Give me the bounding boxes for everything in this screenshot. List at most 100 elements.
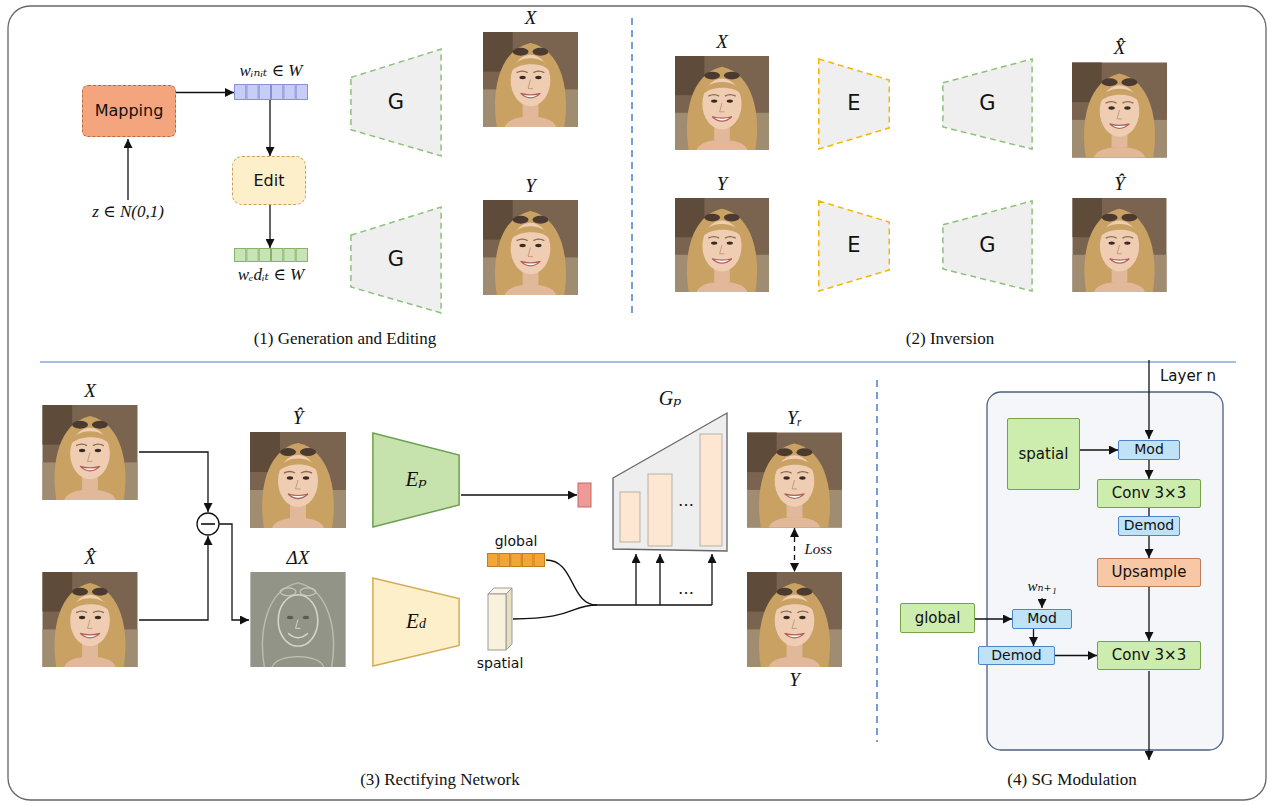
node-heading: spatial (477, 653, 524, 672)
generator-trapezoid: G (942, 200, 1033, 292)
conv-box: Conv 3×3 (1097, 641, 1201, 670)
node-text: X (716, 31, 728, 52)
edit-box: Edit (232, 156, 306, 205)
face-image: Ŷ (250, 432, 346, 528)
node-heading: X (716, 32, 728, 53)
connector (975, 618, 1012, 619)
face-image: ΔX (250, 572, 346, 667)
node-heading: Yᵣ (787, 408, 802, 429)
face-image: X̂ (42, 572, 138, 667)
node-text: Yᵣ (787, 407, 802, 428)
node-picture (747, 432, 842, 528)
layer-label: Layer n (1160, 368, 1216, 385)
node-text: X̂ (84, 547, 96, 568)
connector (1148, 460, 1149, 479)
upsample-box: Upsample (1097, 558, 1201, 587)
demod-box: Demod (1118, 516, 1180, 536)
node-text: G (979, 92, 995, 115)
generator-network: Gₚ (612, 412, 728, 552)
node-picture (488, 588, 512, 650)
encoder-trapezoid: E (818, 200, 890, 292)
connector (269, 100, 270, 156)
face-image: Y (747, 572, 842, 667)
connector (1055, 655, 1097, 656)
node-text: Conv 3×3 (1112, 485, 1186, 502)
node-picture (747, 572, 842, 667)
node-picture (250, 572, 346, 667)
node-heading: X (525, 8, 537, 29)
node-text: Y (717, 173, 728, 194)
node-text: Mod (1027, 611, 1057, 626)
spatial-tensor: spatial (488, 588, 512, 650)
mod-box: Mod (1012, 609, 1072, 629)
panel-caption: (2) Inversion (906, 330, 994, 349)
node-text: ΔX (287, 547, 310, 568)
panel-caption: (3) Rectifying Network (360, 771, 520, 790)
node-text: Y (789, 669, 800, 690)
node-picture (234, 84, 308, 100)
connector (1148, 587, 1149, 641)
node-text: X (525, 7, 537, 28)
node-picture (234, 248, 308, 262)
node-picture (250, 432, 346, 528)
node-text: wᵢₙᵢₜ ∈ W (239, 61, 302, 80)
latent-vector: wₑdᵢₜ ∈ W (234, 248, 308, 262)
face-image: Y (674, 198, 770, 292)
spatial-box: spatial (1007, 418, 1080, 490)
node-picture (674, 56, 770, 150)
face-image: X (42, 405, 138, 500)
node-picture (1072, 62, 1167, 158)
encoder-trapezoid: Eₚ (372, 432, 460, 528)
node-text: Upsample (1111, 564, 1186, 581)
node-heading: X̂ (84, 548, 96, 569)
style-vector-label: wₙ₊₁ (1027, 578, 1056, 595)
node-heading: X̂ (1114, 38, 1126, 59)
node-picture (483, 32, 578, 127)
node-picture (612, 412, 728, 552)
ellipsis: … (678, 492, 694, 510)
conv-box: Conv 3×3 (1097, 479, 1201, 508)
face-image: Yᵣ (747, 432, 842, 528)
generator-trapezoid: G (350, 206, 442, 314)
node-text: spatial (1019, 446, 1069, 463)
node-text: global (915, 610, 961, 627)
connector (794, 528, 795, 572)
ellipsis: … (678, 580, 694, 598)
node-text: G (388, 248, 404, 271)
node-picture (483, 200, 578, 295)
input-noise-label: z ∈ N(0,1) (92, 203, 164, 222)
node-text: Mod (1134, 442, 1164, 457)
face-image: Y (483, 200, 578, 295)
node-text: Edit (254, 172, 285, 190)
node-text: Ŷ (293, 407, 304, 428)
connector (176, 92, 234, 93)
node-heading: Y (789, 670, 800, 691)
panel-caption: (4) SG Modulation (1007, 771, 1136, 790)
node-heading: X (84, 381, 96, 402)
node-heading: Ŷ (1114, 174, 1125, 195)
node-text: G (388, 91, 404, 114)
node-text: G (979, 234, 995, 257)
node-picture (487, 553, 545, 567)
generator-trapezoid: G (350, 48, 442, 157)
latent-vector: wᵢₙᵢₜ ∈ W (234, 84, 308, 100)
mapping-box: Mapping (82, 85, 176, 137)
node-picture (42, 405, 138, 500)
global-box: global (900, 603, 975, 633)
panel-caption: (1) Generation and Editing (254, 330, 437, 349)
node-text: Demod (1124, 518, 1174, 533)
face-image: X (674, 56, 770, 150)
connector (1148, 508, 1149, 516)
encoder-trapezoid: Ed (372, 577, 460, 667)
connector (1080, 449, 1118, 450)
node-heading: wₑdᵢₜ ∈ W (238, 265, 304, 285)
node-text: Ŷ (1114, 173, 1125, 194)
connector (1148, 536, 1149, 558)
node-text: spatial (477, 655, 524, 671)
node-text: Eₚ (405, 468, 426, 491)
node-text: Gₚ (659, 387, 681, 409)
node-text: Y (525, 175, 536, 196)
node-text: X (84, 380, 96, 401)
